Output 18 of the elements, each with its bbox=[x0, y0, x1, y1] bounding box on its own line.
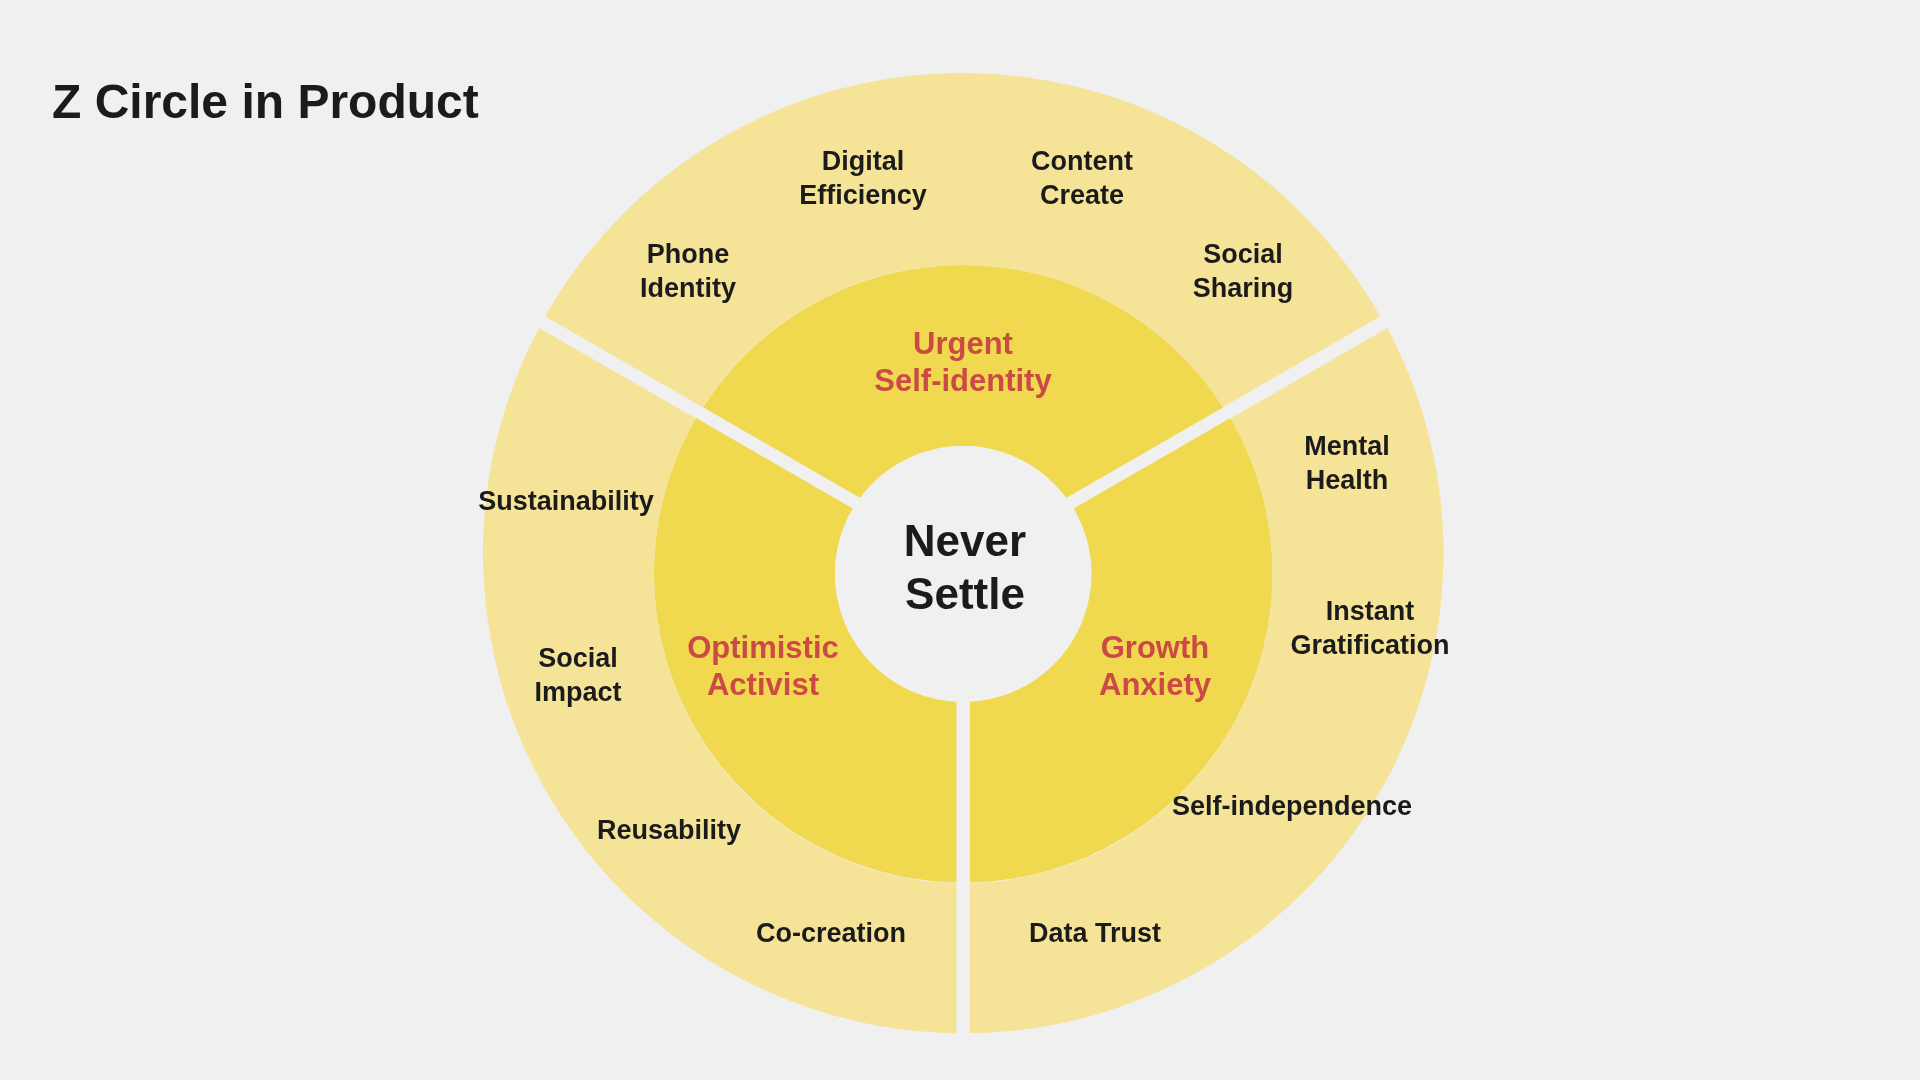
item-label: Phone Identity bbox=[640, 238, 736, 305]
item-label: Self-independence bbox=[1172, 790, 1412, 823]
item-label: Co-creation bbox=[755, 917, 906, 950]
item-label: Instant Gratification bbox=[1290, 595, 1450, 662]
item-label: Digital Efficiency bbox=[799, 145, 927, 212]
item-label: Sustainability bbox=[478, 485, 654, 518]
center-text: Never Settle bbox=[903, 515, 1027, 620]
item-label: Mental Health bbox=[1304, 430, 1390, 497]
outer-ring-segment bbox=[545, 73, 1381, 408]
title: Z Circle in Product bbox=[52, 78, 479, 126]
item-label: Social Sharing bbox=[1192, 238, 1294, 305]
segment-title: Growth Anxiety bbox=[1099, 629, 1211, 703]
item-label: Content Create bbox=[1031, 145, 1133, 212]
item-label: Data Trust bbox=[1029, 917, 1161, 950]
segment-title: Urgent Self-identity bbox=[874, 325, 1052, 399]
segment-title: Optimistic Activist bbox=[687, 629, 839, 703]
item-label: Social Impact bbox=[534, 642, 622, 709]
item-label: Reusability bbox=[596, 814, 741, 847]
